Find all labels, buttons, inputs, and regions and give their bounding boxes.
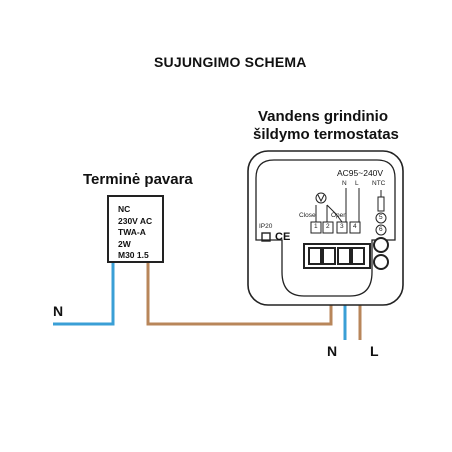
ntc-terminal-number: 6 xyxy=(379,226,383,233)
bottom-live-label: L xyxy=(370,343,379,359)
thermostat-label-line1: Vandens grindinio xyxy=(258,108,389,125)
terminal-number: 1 xyxy=(314,223,318,230)
actuator-spec-line: TWA-A xyxy=(118,227,146,237)
supply-label: AC95~240V xyxy=(337,168,384,178)
close-label: Close xyxy=(299,212,316,219)
round-terminals xyxy=(373,237,389,270)
bottom-neutral-label: N xyxy=(327,343,338,359)
diagram-title: SUJUNGIMO SCHEMA xyxy=(154,54,307,70)
supply-n-label: N xyxy=(342,180,347,187)
actuator-spec-line: M30 1.5 xyxy=(118,250,149,260)
actuator-spec-line: 230V AC xyxy=(118,215,153,226)
actuator-box xyxy=(107,195,164,263)
relay-symbol xyxy=(315,192,343,223)
actuator-neutral-wire xyxy=(53,262,115,326)
supply-l-label: L xyxy=(355,180,359,187)
actuator-label: Terminė pavara xyxy=(83,171,193,188)
terminal-number: 3 xyxy=(340,223,344,230)
ntc-label: NTC xyxy=(372,180,386,187)
actuator-spec-line: 2W xyxy=(118,238,131,249)
supply-bracket xyxy=(345,188,360,222)
actuator-spec: NC 230V AC TWA-A 2W M30 1.5 xyxy=(118,204,152,262)
actuator-spec-line: NC xyxy=(118,204,131,214)
ip-rating: IP20 xyxy=(259,223,273,230)
ntc-terminal-number: 5 xyxy=(379,214,383,221)
open-label: Open xyxy=(331,212,347,219)
left-neutral-label: N xyxy=(53,303,64,319)
ip20-square xyxy=(261,232,271,242)
lower-terminal-block xyxy=(303,243,371,269)
ntc-sensor-symbol xyxy=(377,190,385,212)
thermostat-label-line2: šildymo termostatas xyxy=(253,126,399,143)
terminal-number: 2 xyxy=(326,223,330,230)
terminal-number: 4 xyxy=(353,223,357,230)
thermostat-inner-recess xyxy=(255,159,396,297)
ntc-terminals xyxy=(375,212,387,236)
ce-mark: CE xyxy=(275,231,291,243)
